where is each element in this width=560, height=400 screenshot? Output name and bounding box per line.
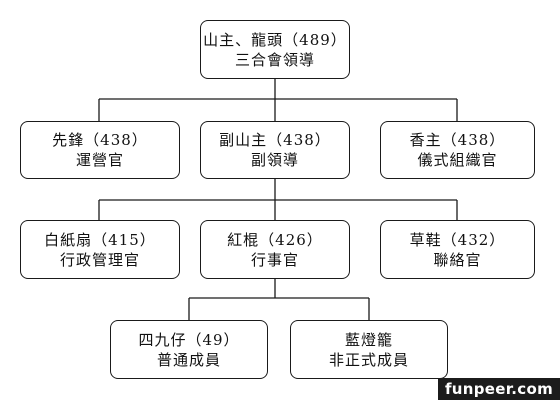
node-vanguard: 先鋒（438） 運營官	[20, 121, 180, 179]
node-role: 三合會領導	[234, 50, 315, 69]
node-blue-lantern: 藍燈籠 非正式成員	[290, 320, 448, 379]
node-white-paper-fan: 白紙扇（415） 行政管理官	[20, 220, 180, 279]
node-deputy-master: 副山主（438） 副領導	[200, 121, 350, 179]
node-title: 香主（438）	[409, 131, 506, 149]
node-role: 副領導	[250, 151, 299, 169]
node-role: 普通成員	[156, 350, 221, 369]
node-straw-sandal: 草鞋（432） 聯絡官	[380, 220, 535, 279]
node-title: 藍燈籠	[344, 330, 393, 349]
node-title: 副山主（438）	[219, 131, 331, 149]
node-title: 白紙扇（415）	[44, 230, 156, 249]
node-mountain-master: 山主、龍頭（489） 三合會領導	[200, 20, 350, 79]
node-red-pole: 紅棍（426） 行事官	[200, 220, 350, 279]
node-title: 四九仔（49）	[138, 330, 240, 349]
node-role: 儀式組織官	[417, 151, 498, 169]
node-title: 草鞋（432）	[409, 230, 506, 249]
node-title: 紅棍（426）	[227, 230, 323, 249]
node-title: 先鋒（438）	[52, 131, 148, 149]
node-role: 行政管理官	[59, 250, 140, 269]
node-role: 聯絡官	[433, 250, 482, 269]
node-role: 行事官	[250, 250, 299, 269]
node-role: 運營官	[75, 151, 124, 169]
node-role: 非正式成員	[328, 350, 409, 369]
node-incense-master: 香主（438） 儀式組織官	[380, 121, 535, 179]
node-title: 山主、龍頭（489）	[203, 30, 347, 49]
node-forty-nine: 四九仔（49） 普通成員	[110, 320, 268, 379]
watermark-logo: funpeer.com	[438, 378, 560, 400]
